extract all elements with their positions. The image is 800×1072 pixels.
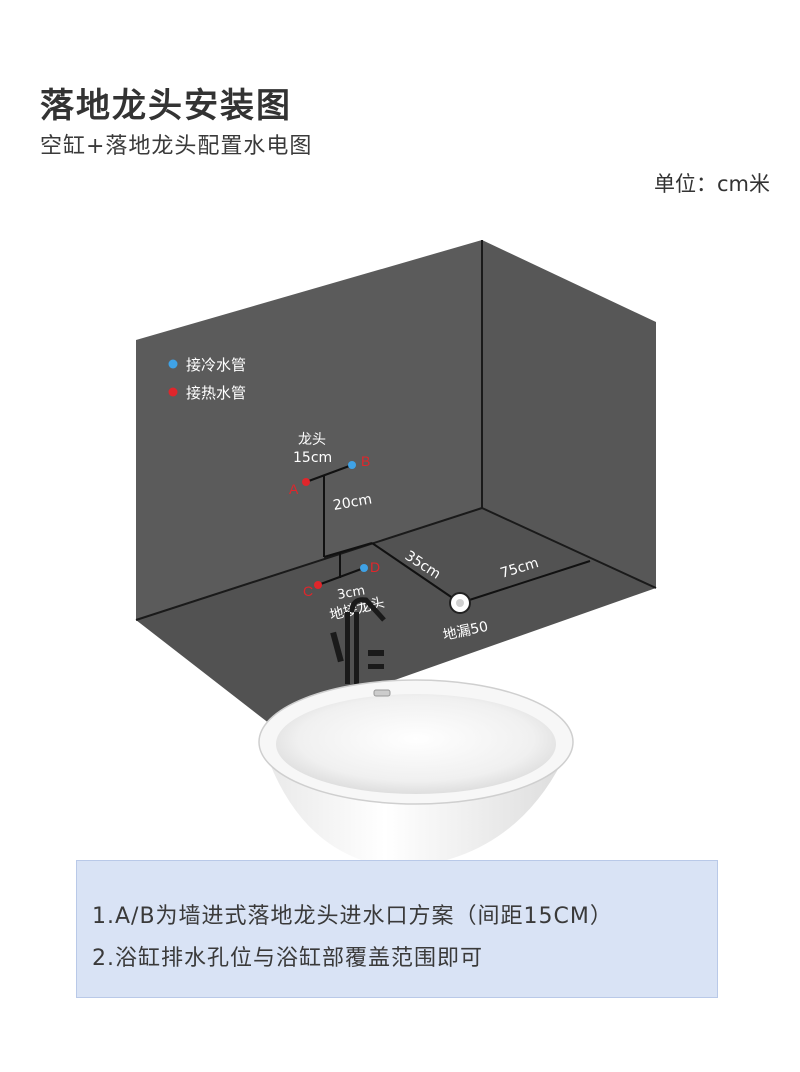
point-c-label: C bbox=[303, 583, 313, 599]
note-1: 1.A/B为墙进式落地龙头进水口方案（间距15CM） bbox=[92, 904, 613, 929]
hot-water-label: 接热水管 bbox=[186, 384, 246, 402]
page-title: 落地龙头安装图 bbox=[40, 86, 292, 126]
unit-label: 单位：cm米 bbox=[653, 172, 770, 196]
point-b-label: B bbox=[361, 453, 370, 469]
inlet-a-dot bbox=[302, 478, 310, 486]
room bbox=[135, 240, 657, 724]
inlet-d-dot bbox=[360, 564, 368, 572]
drain-line-75 bbox=[459, 560, 591, 604]
faucet-shower bbox=[330, 631, 344, 663]
faucet-body-2 bbox=[354, 612, 359, 684]
floor bbox=[136, 508, 656, 724]
bathtub-overflow bbox=[373, 689, 391, 697]
floor-inlet-bar bbox=[317, 567, 365, 586]
wall-inlet: 龙头 15cm A B 20cm bbox=[289, 432, 373, 557]
bathtub-image bbox=[258, 679, 574, 868]
cold-water-dot bbox=[168, 359, 178, 369]
faucet-label: 龙头 bbox=[298, 432, 326, 448]
page-subtitle: 空缸+落地龙头配置水电图 bbox=[40, 134, 313, 159]
faucet-body bbox=[345, 612, 350, 684]
notes-box bbox=[76, 860, 718, 998]
drain-line-35 bbox=[371, 542, 461, 604]
height-label: 20cm bbox=[332, 491, 373, 514]
floor-drain-hole bbox=[456, 599, 464, 607]
point-a-label: A bbox=[289, 481, 299, 497]
faucet-handle-2 bbox=[368, 664, 384, 669]
point-d-label: D bbox=[370, 559, 380, 575]
legend: 接冷水管 接热水管 bbox=[168, 356, 246, 402]
note-2: 2.浴缸排水孔位与浴缸部覆盖范围即可 bbox=[92, 946, 483, 971]
floor-left-line bbox=[135, 507, 483, 621]
cold-water-label: 接冷水管 bbox=[186, 356, 246, 374]
floor-right-line bbox=[481, 507, 657, 589]
faucet-handle bbox=[368, 650, 384, 656]
back-wall bbox=[136, 240, 482, 620]
inlet-b-dot bbox=[348, 461, 356, 469]
floor-pipe bbox=[323, 542, 373, 558]
hot-water-dot bbox=[168, 387, 178, 397]
bathtub-inner bbox=[276, 694, 556, 794]
inlet-c-dot bbox=[314, 581, 322, 589]
faucet-image bbox=[330, 597, 386, 684]
faucet-spout bbox=[349, 597, 386, 622]
right-wall bbox=[482, 240, 656, 588]
spacing-label: 15cm bbox=[293, 450, 332, 466]
inlet-bar bbox=[305, 464, 353, 483]
